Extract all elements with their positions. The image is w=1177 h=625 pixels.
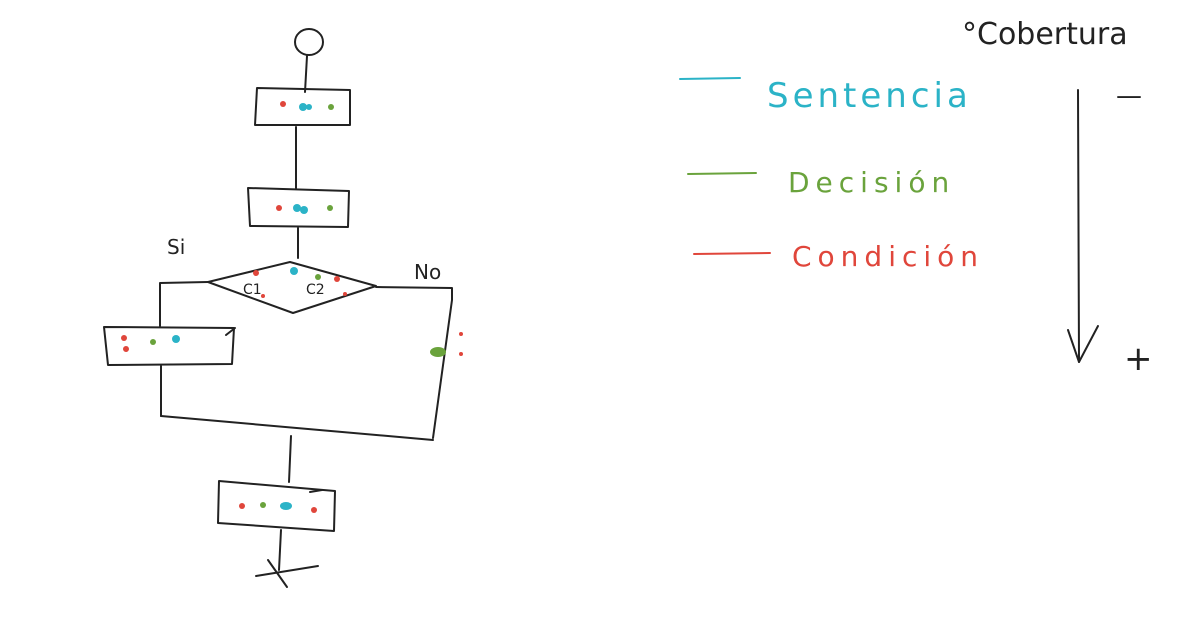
axis-arrowhead (1067, 325, 1099, 363)
coverage-dots-box-2 (276, 204, 333, 214)
no-connector (375, 286, 453, 439)
statement-box-yes (103, 326, 235, 366)
legend-line-sentencia (679, 77, 741, 80)
connector (278, 529, 282, 571)
yes-connector (159, 281, 209, 327)
legend-line-condicion (693, 252, 771, 255)
coverage-axis: — + (1067, 81, 1153, 379)
coverage-title: °Cobertura (962, 17, 1128, 52)
start-node (294, 28, 324, 56)
flowchart: C1 C2 Si No (103, 28, 463, 588)
statement-box-2 (247, 187, 350, 228)
legend-label-condicion: Condición (792, 240, 984, 273)
end-mark (267, 559, 288, 588)
box-stroke (225, 327, 236, 336)
no-label: No (414, 260, 441, 284)
axis-top-label: — (1116, 81, 1142, 111)
coverage-dots-box-1 (280, 101, 334, 111)
axis-bottom-label: + (1124, 339, 1153, 379)
coverage-dots-box-4 (239, 502, 317, 513)
legend-label-decision: Decisión (788, 166, 955, 199)
yes-label: Si (167, 235, 185, 259)
coverage-dots-decision (253, 267, 347, 298)
axis-line (1077, 89, 1080, 363)
condition-c2-label: C2 (306, 282, 325, 298)
connector (288, 435, 292, 483)
merge-connector (160, 415, 434, 441)
coverage-dots-box-yes (121, 335, 180, 352)
box-stroke (309, 489, 323, 493)
legend-label-sentencia: Sentencia (767, 76, 972, 116)
connector (304, 55, 308, 93)
coverage-dots-no-branch (430, 332, 463, 357)
condition-c1-label: C1 (243, 282, 262, 298)
statement-box-4 (217, 480, 336, 532)
statement-box-1 (254, 87, 351, 126)
end-mark (255, 565, 319, 577)
legend: Sentencia Decisión Condición (679, 76, 984, 273)
legend-line-decision (687, 172, 757, 175)
